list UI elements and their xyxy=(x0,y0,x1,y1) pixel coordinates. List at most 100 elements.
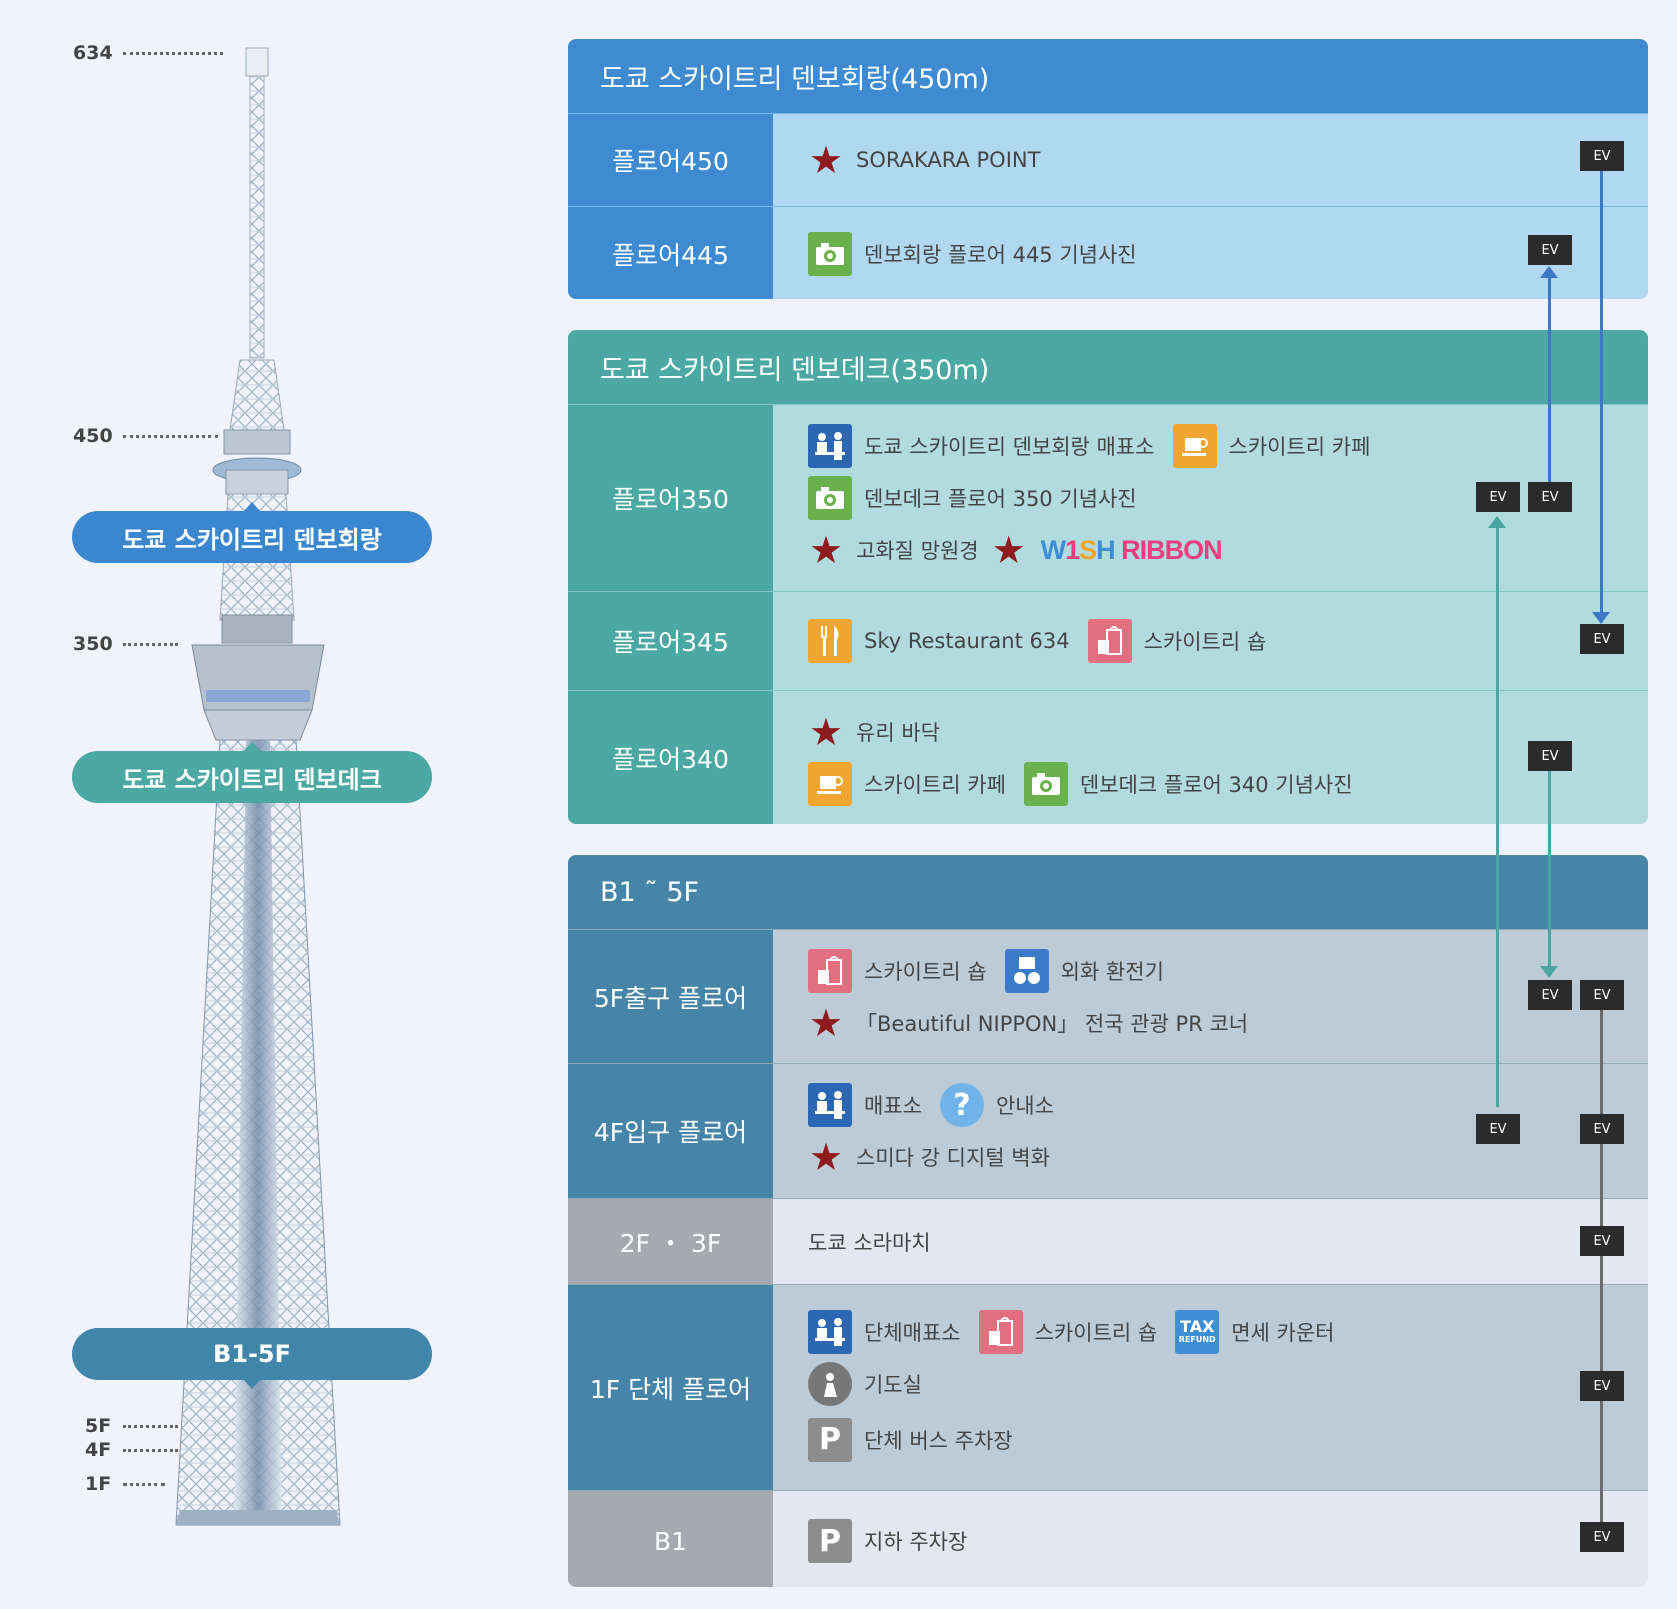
facility-name: 도쿄 스카이트리 덴보회랑 매표소 xyxy=(864,435,1155,459)
facility-item[interactable]: 스카이트리 숍 xyxy=(1087,619,1267,663)
altitude-leader xyxy=(123,1483,165,1486)
facility-item[interactable]: 기도실 xyxy=(808,1361,922,1406)
facility-item[interactable]: P 단체 버스 주차장 xyxy=(808,1417,1013,1462)
elevator-route-line xyxy=(1548,272,1551,485)
facility-item[interactable]: 매표소 xyxy=(808,1083,922,1127)
facility-item[interactable]: 스카이트리 카페 xyxy=(1172,424,1371,468)
tower-tag-base-floors[interactable]: B1-5F xyxy=(72,1328,432,1389)
facility-name: 덴보데크 플로어 340 기념사진 xyxy=(1079,773,1353,797)
facility-name[interactable]: 도쿄 소라마치 xyxy=(808,1230,931,1255)
facility-name: 덴보데크 플로어 350 기념사진 xyxy=(864,487,1137,511)
floor-label: 1F 단체 플로어 xyxy=(568,1285,773,1490)
altitude-label-1f: 1F xyxy=(85,1473,112,1495)
tag-label: B1-5F xyxy=(212,1340,292,1368)
tax-icon-text: TAX xyxy=(1180,1316,1215,1336)
facility-item[interactable]: ★ 고화질 망원경 xyxy=(808,528,979,572)
facility-name: 유리 바닥 xyxy=(856,721,940,745)
floor-row-5f-exit: 5F출구 플로어 스카이트리 숍 외화 환전기 ★ xyxy=(568,929,1648,1063)
section-title: B1 ˜ 5F xyxy=(568,855,1648,929)
facility-name: 스카이트리 숍 xyxy=(1143,630,1267,654)
facility-item[interactable]: ★ W1SH RIBBON xyxy=(991,531,1223,569)
parking-icon: P xyxy=(808,1519,852,1563)
facility-item[interactable]: ★ 유리 바닥 xyxy=(808,713,940,751)
wish-ribbon-logo: W1SH RIBBON xyxy=(1040,534,1223,565)
facility-name: 단체매표소 xyxy=(864,1320,961,1345)
elevator-badge: EV xyxy=(1476,1114,1520,1144)
floor-label: 플로어345 xyxy=(568,592,773,690)
facility-name: 면세 카운터 xyxy=(1231,1320,1335,1345)
facility-name: 스카이트리 숍 xyxy=(864,959,987,984)
star-icon: ★ xyxy=(808,528,844,572)
facility-name: 스미다 강 디지털 벽화 xyxy=(856,1146,1050,1170)
facility-name: 고화질 망원경 xyxy=(856,539,979,563)
elevator-badge: EV xyxy=(1580,1114,1624,1144)
altitude-leader xyxy=(123,643,178,646)
facility-item[interactable]: ★ 스미다 강 디지털 벽화 xyxy=(808,1135,1050,1179)
floor-content: ★ SORAKARA POINT xyxy=(773,114,1648,206)
floor-label: 플로어445 xyxy=(568,207,773,299)
shop-icon xyxy=(1087,619,1132,663)
floor-label: 5F출구 플로어 xyxy=(568,930,773,1063)
facility-item[interactable]: 스카이트리 카페 xyxy=(808,762,1006,806)
floor-label: B1 xyxy=(568,1491,773,1587)
camera-icon xyxy=(808,476,852,520)
facility-item[interactable]: ★ SORAKARA POINT xyxy=(808,141,1041,179)
tembo-galleria-section: 도쿄 스카이트리 덴보회랑(450m) 플로어450 ★ SORAKARA PO… xyxy=(568,39,1648,299)
facility-item[interactable]: 덴보회랑 플로어 445 기념사진 xyxy=(808,231,1137,276)
shop-icon xyxy=(978,1309,1023,1354)
floor-row-350: 플로어350 도쿄 스카이트리 덴보회랑 매표소 스카이트리 카페 xyxy=(568,404,1648,591)
facility-item[interactable]: ★ 「Beautiful NIPPON」 전국 관광 PR 코너 xyxy=(808,1004,1249,1042)
facility-item[interactable]: P 지하 주차장 xyxy=(808,1519,967,1563)
prayer-room-icon xyxy=(808,1361,852,1406)
facility-name: 매표소 xyxy=(864,1094,922,1118)
floor-row-445: 플로어445 덴보회랑 플로어 445 기념사진 xyxy=(568,206,1648,299)
floor-content: 스카이트리 숍 외화 환전기 ★ 「Beautiful NIPPON」 전국 관… xyxy=(773,930,1648,1063)
elevator-badge: EV xyxy=(1528,980,1572,1010)
tembo-deck-section: 도쿄 스카이트리 덴보데크(350m) 플로어350 도쿄 스카이트리 덴보회랑… xyxy=(568,330,1648,824)
facility-item[interactable]: 덴보데크 플로어 350 기념사진 xyxy=(808,476,1137,520)
altitude-label-5f: 5F xyxy=(85,1415,112,1437)
altitude-label-4f: 4F xyxy=(85,1439,112,1461)
facility-name: 덴보회랑 플로어 445 기념사진 xyxy=(864,242,1137,267)
facility-name: 지하 주차장 xyxy=(864,1530,968,1554)
facility-name: Sky Restaurant 634 xyxy=(864,629,1070,653)
facility-item[interactable]: 스카이트리 숍 xyxy=(808,948,987,993)
tower-tag-tembo-deck[interactable]: 도쿄 스카이트리 덴보데크 xyxy=(72,742,432,803)
floor-row-b1: B1 P 지하 주차장 xyxy=(568,1490,1648,1587)
facility-item[interactable]: TAX REFUND 면세 카운터 xyxy=(1175,1309,1335,1354)
elevator-badge: EV xyxy=(1580,980,1624,1010)
ticket-counter-icon xyxy=(808,1309,852,1354)
cafe-icon xyxy=(808,762,852,806)
facility-name: SORAKARA POINT xyxy=(856,148,1041,172)
tower-illustration-panel: 634 450 350 5F 4F 1F 도쿄 스카이트리 덴보회랑 도쿄 스카… xyxy=(0,0,470,1609)
facility-name: 단체 버스 주차장 xyxy=(864,1428,1013,1453)
floor-row-340: 플로어340 ★ 유리 바닥 스카이트리 카페 xyxy=(568,690,1648,824)
tower-tag-tembo-galleria[interactable]: 도쿄 스카이트리 덴보회랑 xyxy=(72,502,432,563)
elevator-badge: EV xyxy=(1528,482,1572,512)
facility-name: 안내소 xyxy=(995,1094,1054,1118)
floor-content: 도쿄 소라마치 xyxy=(773,1199,1648,1284)
star-icon: ★ xyxy=(808,1135,844,1179)
facility-name: 스카이트리 카페 xyxy=(864,773,1006,797)
facility-item[interactable]: 단체매표소 xyxy=(808,1309,961,1354)
elevator-route-line xyxy=(1496,522,1499,1107)
facility-name: 스카이트리 카페 xyxy=(1228,435,1371,459)
facility-name: 「Beautiful NIPPON」 전국 관광 PR 코너 xyxy=(856,1011,1249,1036)
elevator-route-line xyxy=(1600,1010,1603,1530)
section-title: 도쿄 스카이트리 덴보회랑(450m) xyxy=(568,39,1648,113)
floor-label: 플로어350 xyxy=(568,405,773,591)
facility-item[interactable]: 스카이트리 숍 xyxy=(978,1309,1157,1354)
facility-item[interactable]: 덴보데크 플로어 340 기념사진 xyxy=(1023,762,1353,806)
tax-icon-subtext: REFUND xyxy=(1178,1334,1216,1344)
facility-item[interactable]: 외화 환전기 xyxy=(1004,948,1164,993)
elevator-badge: EV xyxy=(1528,235,1572,265)
elevator-badge: EV xyxy=(1580,141,1624,171)
facility-item[interactable]: Sky Restaurant 634 xyxy=(808,619,1070,663)
floor-row-2f-3f: 2F ・ 3F 도쿄 소라마치 xyxy=(568,1198,1648,1284)
elevator-badge: EV xyxy=(1580,624,1624,654)
camera-icon xyxy=(808,231,852,276)
facility-name: 기도실 xyxy=(864,1372,922,1397)
facility-item[interactable]: 도쿄 스카이트리 덴보회랑 매표소 xyxy=(808,424,1155,468)
facility-item[interactable]: ? 안내소 xyxy=(939,1083,1054,1127)
floor-content: ★ 유리 바닥 스카이트리 카페 덴보데크 플로어 340 기념사진 xyxy=(773,691,1648,824)
